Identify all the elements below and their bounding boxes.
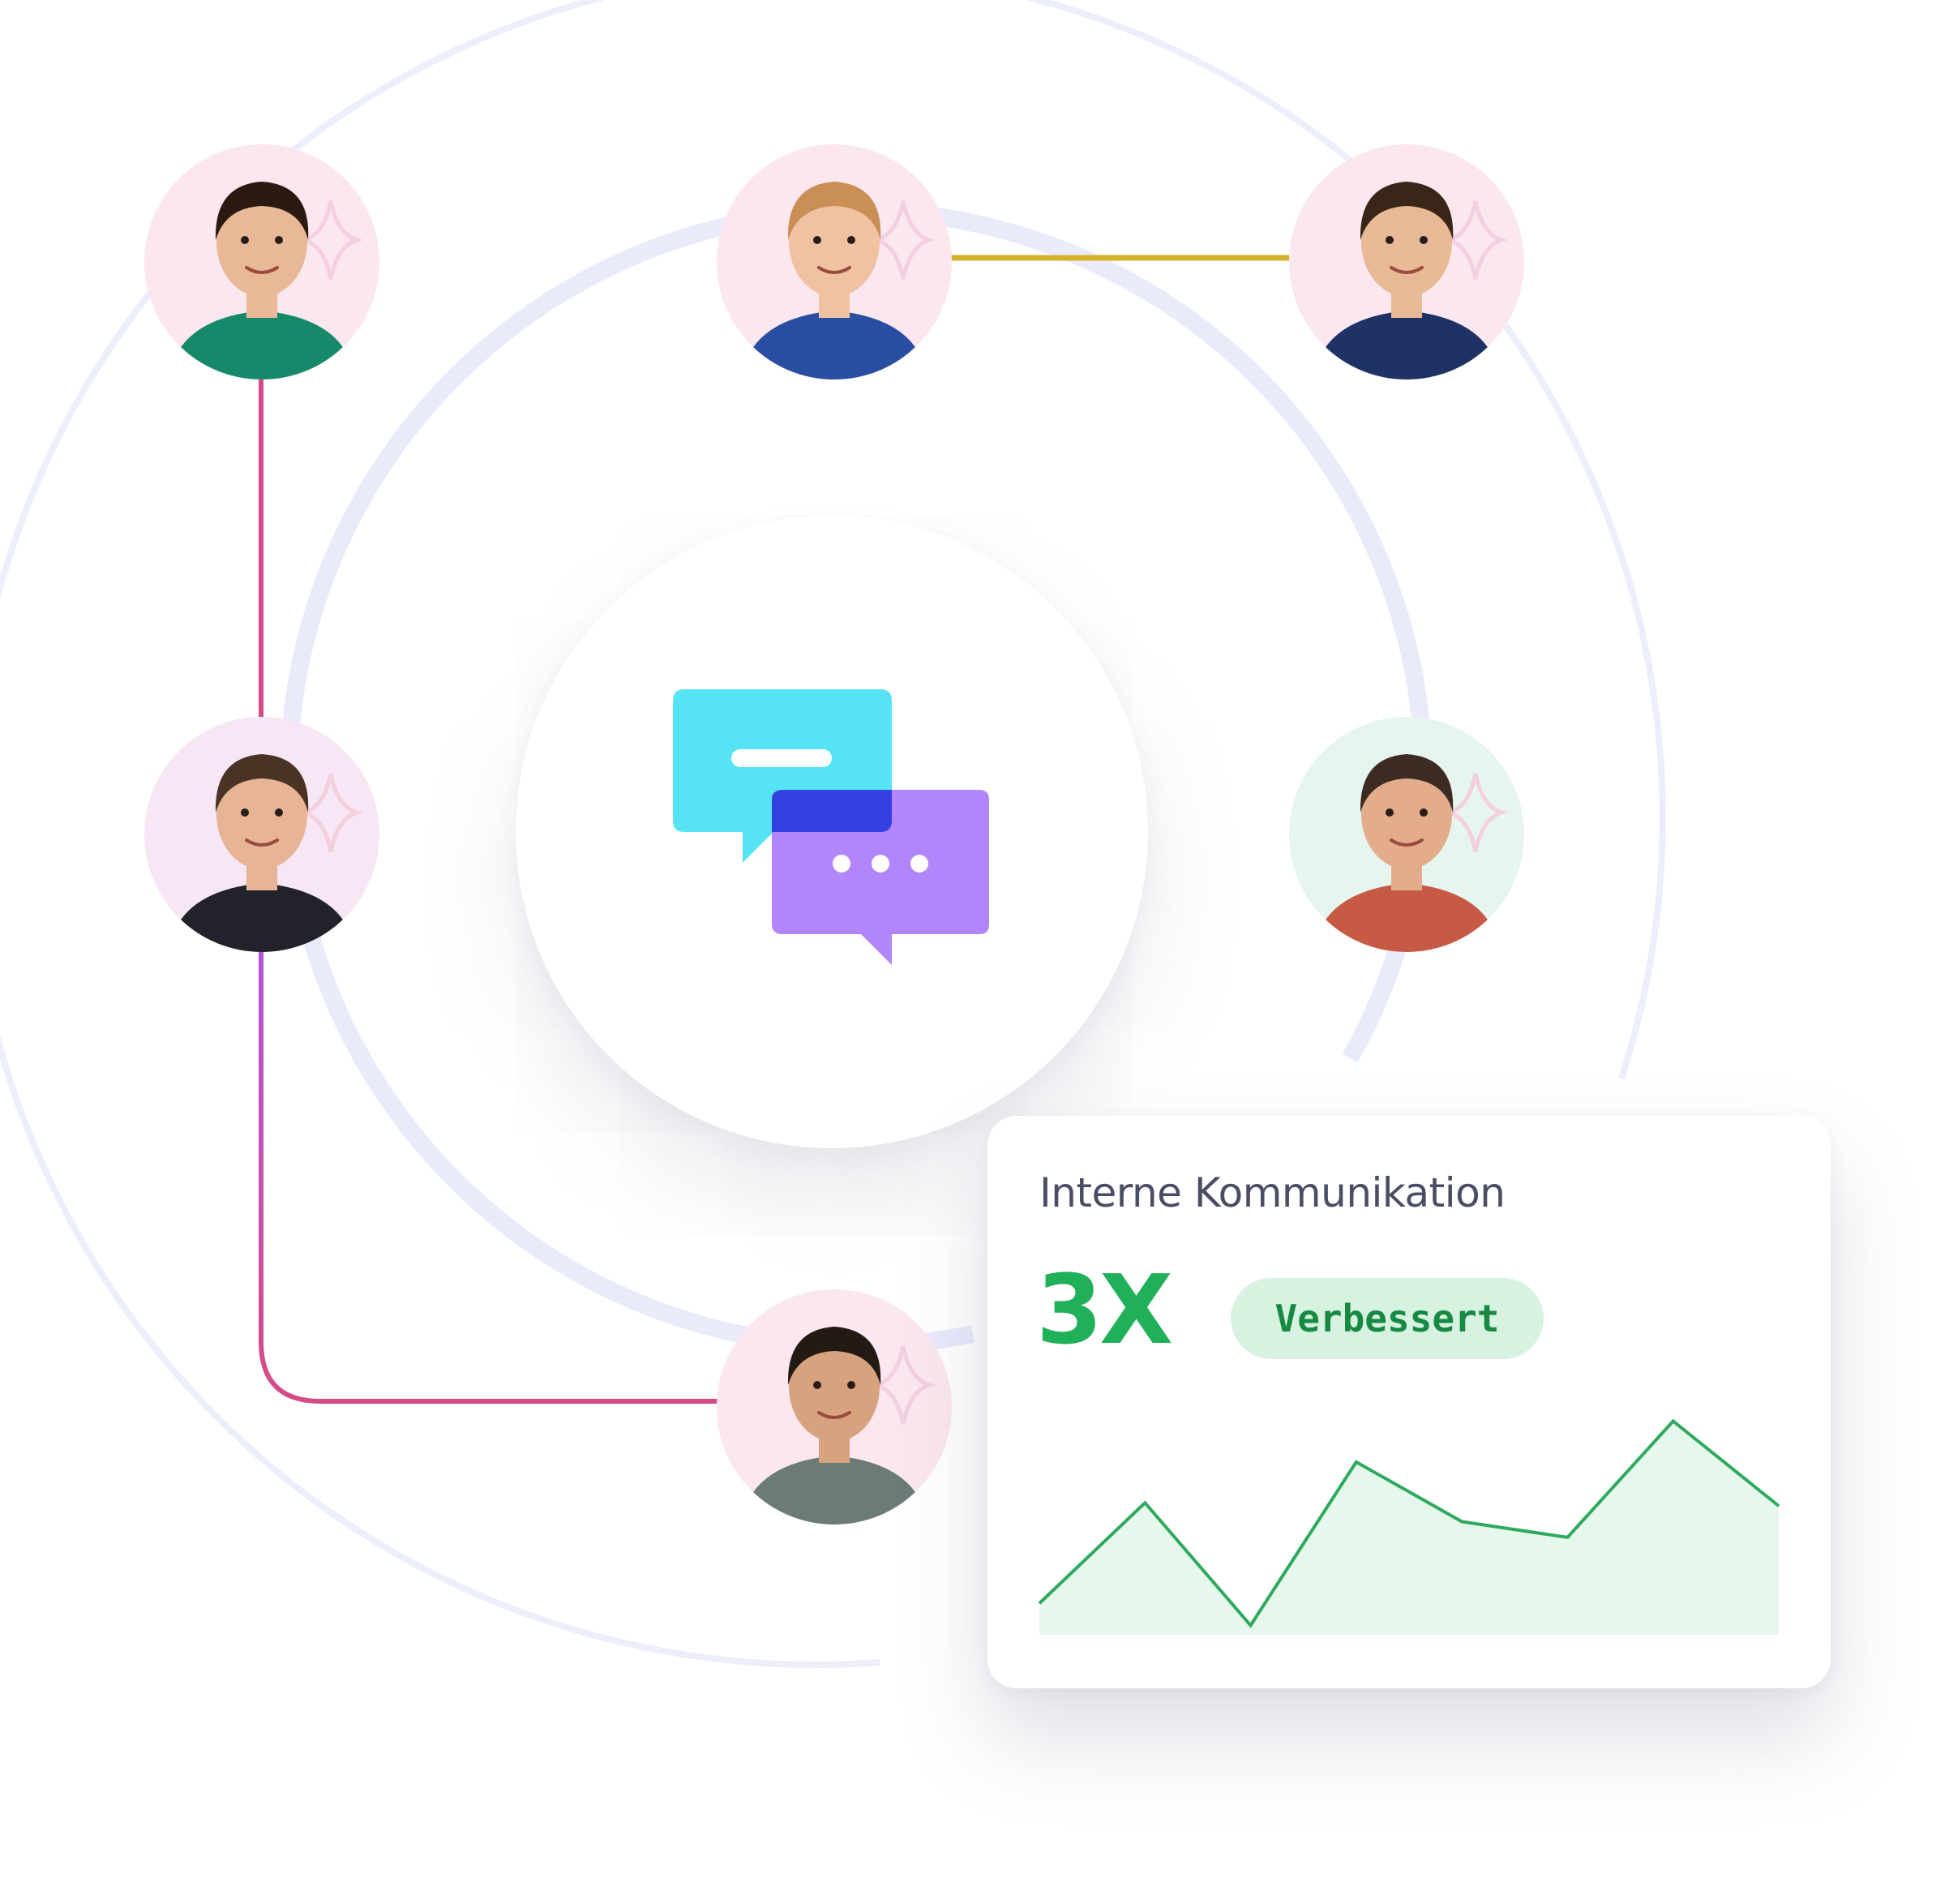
stat-card: Interne Kommunikation 3X Verbessert xyxy=(987,1116,1831,1688)
avatar-person-6[interactable] xyxy=(717,1289,952,1524)
link-4-6 xyxy=(259,949,717,1404)
avatar-person-4[interactable] xyxy=(144,717,379,952)
chart-plot xyxy=(1038,1418,1780,1635)
avatar-person-1[interactable] xyxy=(144,144,379,380)
avatar-person-3[interactable] xyxy=(1289,144,1524,380)
person-portrait xyxy=(1289,717,1524,952)
person-portrait xyxy=(144,144,379,380)
card-title: Interne Kommunikation xyxy=(1039,1169,1506,1216)
person-portrait xyxy=(144,717,379,952)
middle-ring xyxy=(279,202,1433,1355)
person-portrait xyxy=(717,1289,952,1524)
avatar-person-2[interactable] xyxy=(717,144,952,380)
person-portrait xyxy=(717,144,952,380)
chart-series-line xyxy=(1038,1418,1780,1628)
status-badge: Verbessert xyxy=(1231,1278,1544,1359)
chat-bubbles-icon xyxy=(673,689,989,965)
trend-chart xyxy=(1038,1418,1780,1635)
metric-value: 3X xyxy=(1036,1254,1173,1366)
chart-area xyxy=(1039,1421,1779,1635)
person-portrait xyxy=(1289,144,1524,380)
avatar-person-5[interactable] xyxy=(1289,717,1524,952)
